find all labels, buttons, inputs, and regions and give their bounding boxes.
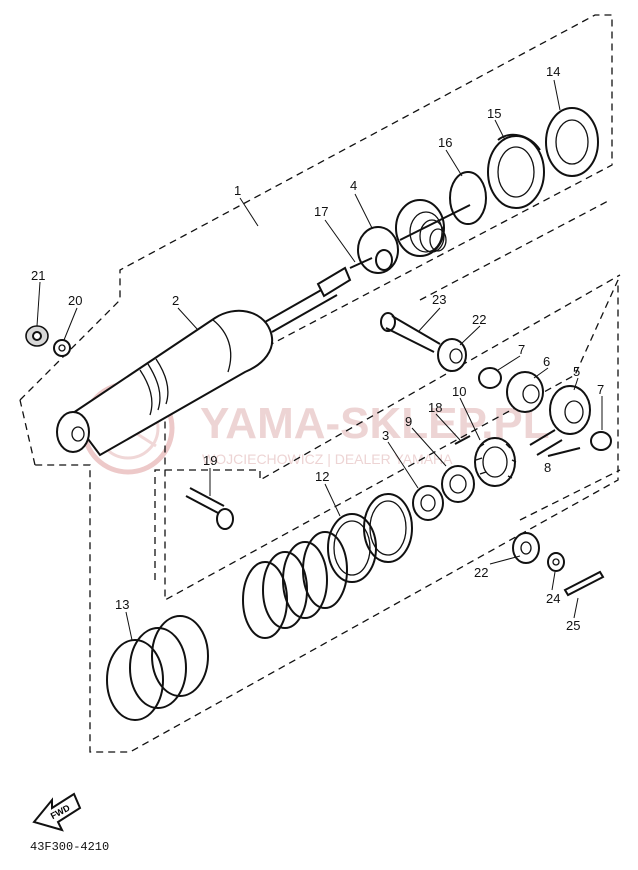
callouts: 21 20 1 2 17 4 16 15 14 23 22 7 6 5 7 10… <box>31 64 604 633</box>
collar-7-right <box>590 431 612 451</box>
assembly-outline <box>19 14 621 753</box>
callout-10: 10 <box>452 384 466 399</box>
upper-mount-bushing <box>395 199 471 257</box>
washer-24 <box>547 552 565 572</box>
callout-2: 2 <box>172 293 179 308</box>
washer-20 <box>53 339 71 357</box>
callout-22-upper: 22 <box>472 312 486 327</box>
callout-22-lower: 22 <box>474 565 488 580</box>
callout-12: 12 <box>315 469 329 484</box>
circlip <box>449 171 487 225</box>
callout-4: 4 <box>350 178 357 193</box>
watermark: YAMA-SKLEP.PL WOJCIECHOWICZ | DEALER YAM… <box>81 381 550 475</box>
callout-21: 21 <box>31 268 45 283</box>
callout-1: 1 <box>234 183 241 198</box>
collar-22-upper <box>437 338 467 372</box>
callout-17: 17 <box>314 204 328 219</box>
bolt-8 <box>547 447 581 457</box>
callout-14: 14 <box>546 64 560 79</box>
callout-18: 18 <box>428 400 442 415</box>
callout-23: 23 <box>432 292 446 307</box>
spring-13-upper <box>242 531 348 639</box>
bolt-23 <box>380 312 441 353</box>
spacer-9 <box>441 465 475 503</box>
callout-9: 9 <box>405 414 412 429</box>
callout-6: 6 <box>543 354 550 369</box>
callout-13: 13 <box>115 597 129 612</box>
callout-7-right: 7 <box>597 382 604 397</box>
part-code: 43F300-4210 <box>30 840 109 854</box>
shock-absorber-body <box>56 266 352 457</box>
bushing-6 <box>506 371 544 413</box>
cover-ring <box>545 107 599 177</box>
callout-5: 5 <box>573 364 580 379</box>
callout-7-left: 7 <box>518 342 525 357</box>
bolt-19 <box>185 487 234 530</box>
bump-stop <box>349 226 399 274</box>
upper-spring-seat <box>487 133 545 209</box>
cotter-pin-25 <box>563 570 605 597</box>
locknut-10 <box>474 437 517 487</box>
callout-16: 16 <box>438 135 452 150</box>
spring-13-lower <box>106 615 209 721</box>
collar-7-left <box>478 367 502 389</box>
callout-3: 3 <box>382 428 389 443</box>
nut-21 <box>25 325 49 347</box>
watermark-subtitle: WOJCIECHOWICZ | DEALER YAMAHA <box>202 451 453 467</box>
callout-25: 25 <box>566 618 580 633</box>
leader-lines <box>36 79 603 641</box>
pin-18 <box>454 435 471 445</box>
callout-19: 19 <box>203 453 217 468</box>
adjuster-ring-11 <box>363 493 413 563</box>
callout-8: 8 <box>544 460 551 475</box>
fwd-arrow-icon: FWD <box>32 792 82 832</box>
callout-15: 15 <box>487 106 501 121</box>
callout-24: 24 <box>546 591 560 606</box>
rod-end-5 <box>529 385 591 456</box>
callout-20: 20 <box>68 293 82 308</box>
washer-3 <box>412 485 444 521</box>
collar-22-lower <box>512 532 540 564</box>
